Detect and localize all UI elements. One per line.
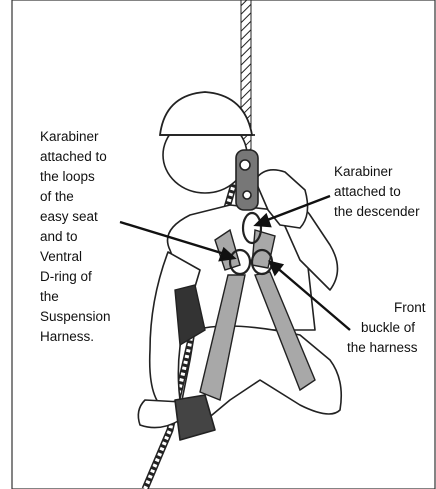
callout-left-line: Harness. — [40, 329, 94, 344]
callout-top-right-line: the descender — [334, 204, 420, 219]
callout-left: Karabiner attached to the loops of the e… — [40, 129, 111, 344]
callout-bottom-right-line: buckle of — [361, 320, 415, 335]
callout-bottom-right: Front buckle of the harness — [347, 300, 426, 355]
callout-left-line: the loops — [40, 169, 95, 184]
callout-left-line: Ventral — [40, 249, 82, 264]
callout-left-line: of the — [40, 189, 74, 204]
callout-top-right: Karabiner attached to the descender — [334, 164, 420, 219]
callout-top-right-line: Karabiner — [334, 164, 393, 179]
callout-top-right-line: attached to — [334, 184, 401, 199]
descender-device — [236, 150, 258, 210]
main-rope — [241, 0, 251, 160]
callout-bottom-right-line: the harness — [347, 340, 418, 355]
callout-bottom-right-line: Front — [394, 300, 426, 315]
callout-left-line: Suspension — [40, 309, 111, 324]
callout-left-line: the — [40, 289, 59, 304]
callout-left-line: and to — [40, 229, 78, 244]
callout-left-line: Karabiner — [40, 129, 99, 144]
callout-left-line: easy seat — [40, 209, 98, 224]
callout-left-line: attached to — [40, 149, 107, 164]
callout-left-line: D-ring of — [40, 269, 92, 284]
